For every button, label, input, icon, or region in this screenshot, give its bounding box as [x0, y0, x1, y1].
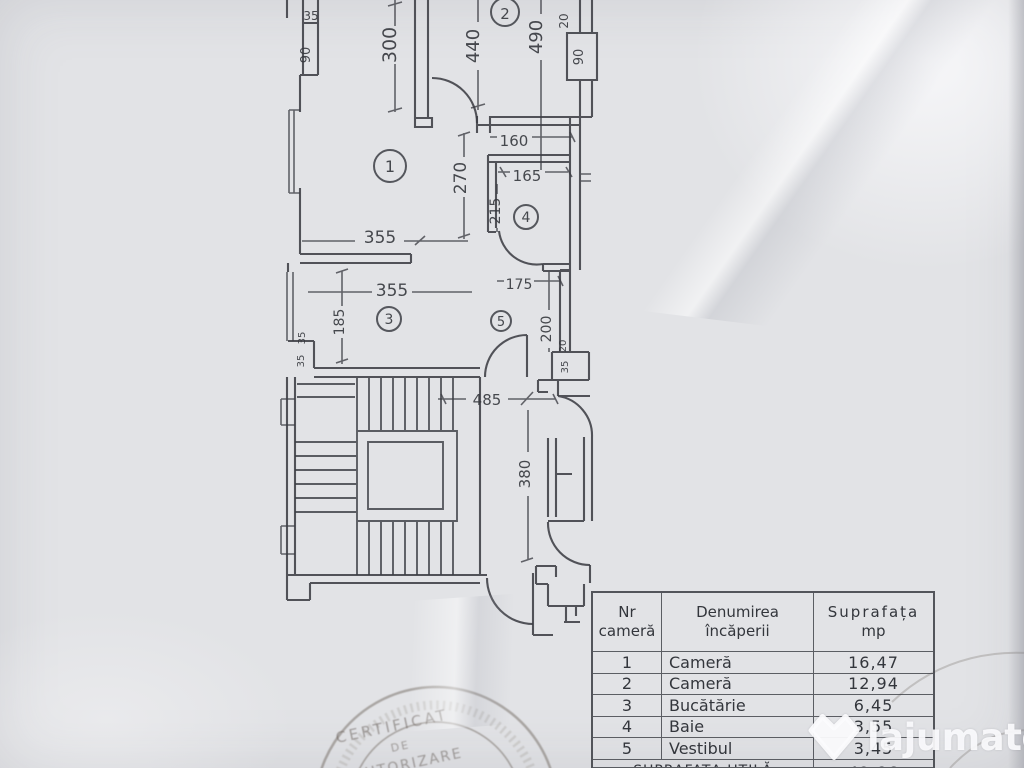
dimension-label: 160 [500, 132, 529, 150]
heart-logo-icon [808, 714, 860, 760]
table-header-name: Denumirea încăperii [662, 593, 814, 652]
stamp-text: DE [390, 738, 412, 755]
stamp-outer-ring [313, 685, 559, 768]
dimension-label: 165 [513, 167, 542, 185]
dimension-lines [302, 0, 576, 563]
room-areas-table: Nr cameră Denumirea încăperii Suprafața … [591, 591, 935, 768]
table-footer-label: SUPRAFAȚA UTILĂ [593, 759, 814, 768]
watermark-brand-text: lajumate [867, 715, 1024, 759]
dimension-label: 175 [506, 277, 533, 293]
room-number: 1 [385, 157, 395, 176]
dimension-label: 35 [560, 361, 571, 374]
table-cell-area: 6,45 [814, 695, 933, 717]
header-line: Suprafața [827, 602, 920, 621]
header-line: încăperii [705, 622, 770, 640]
header-line: Denumirea [696, 602, 779, 621]
dimension-label: 215 [488, 198, 504, 225]
lajumate-watermark: lajumate .ro [806, 710, 1024, 764]
dimension-label: 485 [473, 391, 502, 409]
certification-stamp: CERTIFICAT DE AUTORIZARE [313, 685, 559, 768]
table-cell-nr: 1 [593, 652, 662, 674]
header-line: Nr [618, 602, 636, 621]
room-circle-5 [490, 310, 512, 332]
dimension-label: 20 [558, 340, 569, 353]
pencil-marks [891, 651, 1024, 768]
dimension-label: 185 [332, 309, 348, 336]
table-header-nr: Nr cameră [593, 593, 662, 652]
room-circle-1 [373, 149, 407, 183]
dimension-label: 90 [299, 47, 314, 64]
table-cell-nr: 2 [593, 673, 662, 695]
room-number: 5 [497, 315, 505, 330]
table-cell-name: Bucătărie [662, 695, 814, 717]
table-cell-name: Baie [662, 716, 814, 738]
dimension-label: 90 [572, 49, 587, 66]
dimension-label: 200 [539, 316, 555, 343]
table-cell-area: 3,55 [814, 717, 933, 738]
table-cell-name: Vestibul [662, 738, 814, 760]
table-header-area: Suprafața mp [814, 593, 933, 652]
table-cell-nr: 5 [593, 738, 662, 760]
dimension-label: 490 [526, 20, 547, 54]
table-cell-area: 16,47 [814, 652, 933, 674]
room-number: 2 [500, 5, 510, 23]
table-cell-nr: 3 [593, 695, 662, 717]
room-number: 4 [522, 210, 531, 226]
table-cell-nr: 4 [593, 716, 662, 738]
staircase [295, 378, 458, 575]
table-cell-area: 3,45 [814, 738, 933, 760]
dimension-label: 355 [364, 228, 396, 248]
dimension-label: 20 [557, 13, 571, 28]
header-line: cameră [598, 622, 656, 640]
stamp-inner-ring [349, 721, 523, 768]
dimension-label: 35 [296, 355, 307, 368]
table-cell-area: 12,94 [814, 674, 933, 695]
header-line: mp [861, 622, 886, 640]
dimension-label: 35 [303, 9, 318, 23]
room-circle-3 [376, 306, 402, 332]
dimension-label: 380 [516, 460, 534, 489]
dimension-label: 35 [297, 332, 308, 345]
dimension-label: 355 [376, 281, 408, 301]
dimension-label: 300 [379, 27, 401, 63]
dimension-label: 440 [463, 29, 484, 63]
table-cell-name: Cameră [662, 673, 814, 695]
room-number: 3 [385, 312, 394, 328]
table-cell-name: Cameră [662, 652, 814, 674]
dimension-label: 270 [451, 162, 471, 194]
